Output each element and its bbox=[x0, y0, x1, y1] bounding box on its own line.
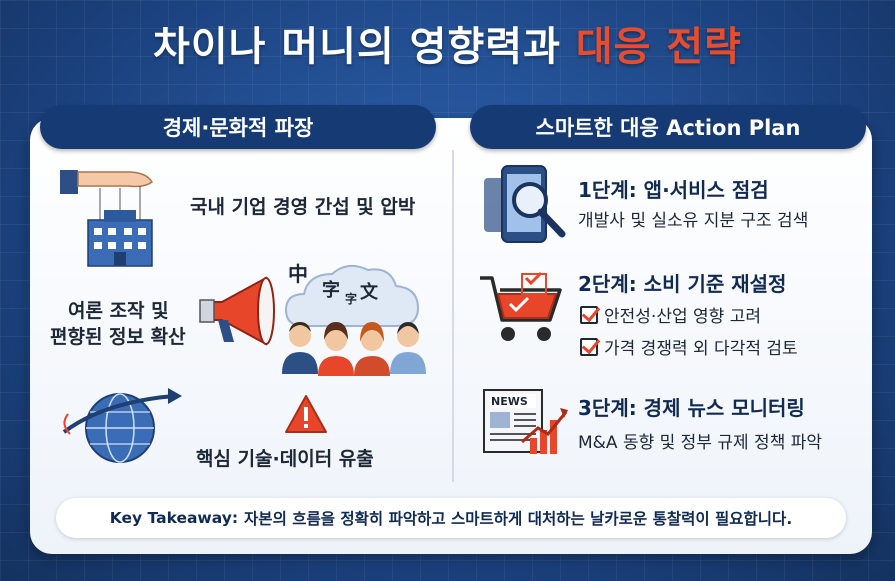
left-item-management-pressure: 국내 기업 경영 간섭 및 압박 bbox=[190, 196, 416, 218]
step3-desc: M&A 동향 및 정부 규제 정책 파악 bbox=[578, 433, 823, 453]
cloud-char-1: 中 bbox=[288, 262, 308, 286]
content-card bbox=[30, 118, 872, 554]
step1-title: 1단계: 앱·서비스 점검 bbox=[578, 178, 769, 202]
step1-desc: 개발사 및 실소유 지분 구조 검색 bbox=[578, 211, 809, 231]
column-divider bbox=[452, 150, 454, 482]
left-item-opinion-manipulation: 여론 조작 및 bbox=[68, 300, 169, 322]
page-title: 차이나 머니의 영향력과 대응 전략 bbox=[0, 14, 895, 72]
step2-title: 2단계: 소비 기준 재설정 bbox=[578, 272, 787, 296]
title-main: 차이나 머니의 영향력과 bbox=[153, 24, 561, 70]
megaphone-icon bbox=[199, 276, 275, 346]
takeaway-label: Key Takeaway: bbox=[109, 509, 239, 527]
left-item-tech-leak: 핵심 기술·데이터 유출 bbox=[196, 448, 374, 470]
step2-check-1: 안전성·산업 영향 고려 bbox=[580, 302, 761, 327]
key-takeaway-banner: Key Takeaway: 자본의 흐름을 정확히 파악하고 스마트하게 대처하… bbox=[56, 498, 846, 538]
cloud-icon bbox=[284, 264, 420, 327]
left-item-biased-info: 편향된 정보 확산 bbox=[50, 326, 186, 348]
title-accent: 대응 전략 bbox=[575, 24, 742, 70]
crowd-icon bbox=[282, 322, 426, 376]
globe-data-icon bbox=[62, 388, 182, 463]
checkbox-icon bbox=[580, 337, 598, 356]
left-section-header: 경제·문화적 파장 bbox=[40, 105, 436, 149]
news-label: NEWS bbox=[491, 395, 528, 408]
shopping-cart-icon bbox=[480, 271, 562, 341]
newspaper-chart-icon bbox=[483, 389, 568, 454]
cloud-char-4: 文 bbox=[360, 282, 378, 303]
takeaway-text: 자본의 흐름을 정확히 파악하고 스마트하게 대처하는 날카로운 통찰력이 필요… bbox=[244, 510, 793, 528]
step2-check-2: 가격 경쟁력 외 다각적 검토 bbox=[580, 334, 798, 359]
right-section-header: 스마트한 대응 Action Plan bbox=[470, 105, 866, 149]
step2-check-2-label: 가격 경쟁력 외 다각적 검토 bbox=[604, 339, 798, 359]
phone-search-icon bbox=[484, 165, 566, 243]
step3-title: 3단계: 경제 뉴스 모니터링 bbox=[578, 396, 805, 420]
step2-check-1-label: 안전성·산업 영향 고려 bbox=[604, 307, 761, 327]
checkbox-icon bbox=[580, 305, 598, 324]
cloud-char-3: 字 bbox=[345, 292, 358, 306]
puppeteer-building-icon bbox=[60, 170, 153, 267]
cloud-char-2: 字 bbox=[322, 280, 340, 301]
warning-icon bbox=[285, 395, 327, 433]
